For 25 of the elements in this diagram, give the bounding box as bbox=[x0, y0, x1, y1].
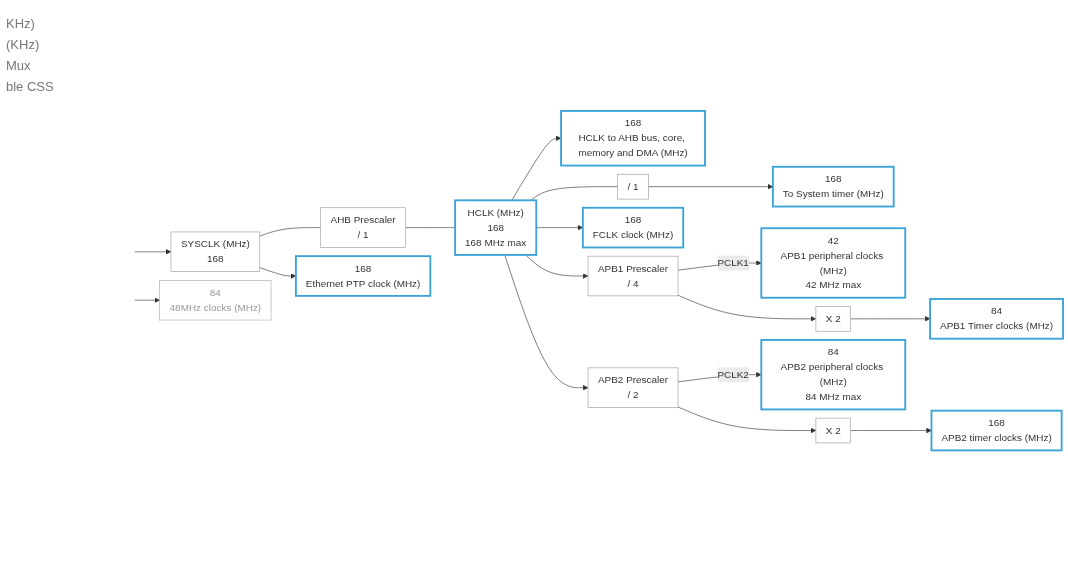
side-label: (KHz) bbox=[6, 37, 41, 52]
side-label: ble CSS bbox=[6, 79, 55, 94]
node-box: X 2 bbox=[815, 417, 851, 444]
node-box: HCLK (MHz) 168 168 MHz max bbox=[454, 199, 538, 256]
edge-label: PCLK2 bbox=[717, 368, 749, 380]
node-box: 84 APB2 peripheral clocks (MHz) 84 MHz max bbox=[760, 338, 907, 411]
connector bbox=[259, 227, 321, 237]
node-box: / 1 bbox=[617, 173, 649, 200]
node-box: 168 Ethernet PTP clock (MHz) bbox=[294, 255, 432, 297]
side-label: Mux bbox=[6, 58, 32, 73]
node-box: SYSCLK (MHz) 168 bbox=[170, 231, 261, 272]
node-box: X 2 bbox=[815, 305, 851, 332]
node-box: 168 APB2 timer clocks (MHz) bbox=[930, 409, 1063, 452]
node-box: 168 HCLK to AHB bus, core, memory and DMA (MHz) bbox=[560, 109, 706, 167]
node-box: 42 APB1 peripheral clocks (MHz) 42 MHz max bbox=[760, 227, 907, 299]
side-label: KHz) bbox=[6, 16, 36, 31]
node-box: 84 48MHz clocks (MHz) bbox=[159, 279, 272, 321]
node-box: 84 APB1 Timer clocks (MHz) bbox=[929, 297, 1064, 340]
node-box: APB1 Prescaler / 4 bbox=[587, 255, 679, 296]
connector bbox=[530, 186, 618, 201]
node-box: APB2 Prescaler / 2 bbox=[587, 367, 679, 408]
node-box: AHB Prescaler / 1 bbox=[320, 207, 406, 248]
edge-label: PCLK1 bbox=[717, 257, 749, 268]
node-box: 168 To System timer (MHz) bbox=[771, 165, 895, 208]
node-box: 168 FCLK clock (MHz) bbox=[581, 206, 685, 249]
